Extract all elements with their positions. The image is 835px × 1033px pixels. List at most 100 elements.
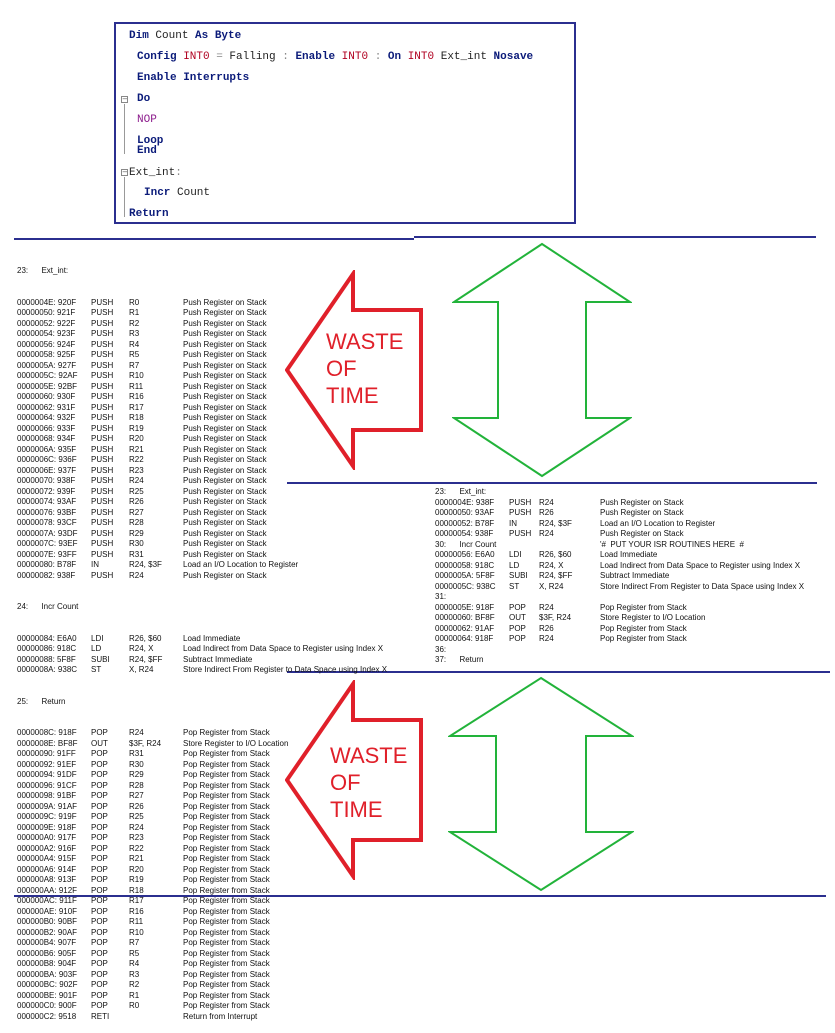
listing-comment: '# PUT YOUR ISR ROUTINES HERE # [600,539,744,549]
listing-address: 00000096: 91CF [17,780,77,790]
listing-operands: R26, $60 [539,550,572,559]
listing-address: 000000C2: 9518 [17,1011,77,1021]
listing-comment: Store Indirect From Register to Data Spa… [183,665,388,674]
listing-operands: R24, X [539,560,564,570]
listing-comment: Load an I/O Location to Register [183,560,299,569]
fold-collapse-icon[interactable]: − [121,95,128,103]
listing-address: 00000062: 91AF [435,623,495,633]
listing-address: 00000076: 93BF [17,507,77,517]
listing-comment: Push Register on Stack [183,402,267,412]
listing-address: 00000060: BF8F [435,613,495,622]
listing-mnemonic: POP [91,906,108,916]
listing-address: 00000086: 918C [17,644,77,653]
listing-comment: Pop Register from Stack [183,843,270,853]
listing-address: 0000005E: 918F [435,602,495,612]
listing-comment: Pop Register from Stack [183,917,270,926]
listing-comment: Pop Register from Stack [183,833,270,842]
listing-line-label: 24: Incr Count [17,602,79,611]
listing-mnemonic: POP [91,780,108,790]
fold-collapse-icon[interactable]: − [121,168,128,176]
listing-comment: Push Register on Stack [183,350,267,359]
listing-comment: Pop Register from Stack [600,623,687,633]
listing-operands: R4 [129,959,140,968]
listing-comment: Push Register on Stack [183,518,267,527]
listing-mnemonic: PUSH [91,486,114,496]
listing-address: 00000094: 91DF [17,770,77,779]
listing-mnemonic: PUSH [91,360,114,370]
listing-mnemonic: PUSH [91,392,114,401]
listing-operands: R27 [129,507,144,517]
listing-row: 23: Ext_int: [435,487,830,498]
listing-operands: R24 [539,497,554,507]
listing-mnemonic: POP [91,948,108,958]
listing-mnemonic: RETI [91,1011,110,1021]
listing-operands: R23 [129,465,144,475]
listing-comment: Push Register on Stack [183,297,267,307]
listing-comment: Load Immediate [183,633,241,643]
waste-of-time-label: WASTE OF TIME [330,743,408,822]
listing-address: 000000AE: 910F [17,906,78,916]
separator-rule [287,671,830,673]
code-line-incr: Incr Count [144,187,211,199]
listing-operands: R26, $60 [129,633,162,643]
listing-comment: Pop Register from Stack [183,791,270,800]
listing-comment: Push Register on Stack [183,528,267,538]
listing-operands: R23 [129,833,144,842]
listing-operands: R24, $FF [539,571,573,580]
listing-mnemonic: PUSH [91,423,114,433]
listing-operands: R5 [129,350,140,359]
listing-operands: R24 [129,728,144,737]
listing-line-label: 25: Return [17,696,66,706]
listing-mnemonic: POP [91,1001,108,1010]
listing-address: 0000007C: 93EF [17,539,78,548]
listing-operands: R24 [539,529,554,538]
listing-comment: Pop Register from Stack [600,602,687,612]
code-line-label-ext-int: Ext_int: [129,167,182,179]
listing-address: 00000056: 924F [17,339,76,349]
listing-operands: R18 [129,413,144,422]
code-line-enable-interrupts: Enable Interrupts [137,72,250,84]
listing-comment: Subtract Immediate [183,654,253,664]
listing-comment: Pop Register from Stack [183,990,270,1000]
separator-rule [287,482,817,484]
listing-mnemonic: IN [509,518,517,528]
listing-mnemonic: PUSH [91,308,114,317]
listing-address: 0000008C: 918F [17,728,77,737]
listing-mnemonic: PUSH [91,329,114,338]
listing-operands: R10 [129,371,144,380]
listing-mnemonic: POP [91,812,108,821]
listing-comment: Pop Register from Stack [183,896,270,905]
listing-address: 0000008E: BF8F [17,738,78,748]
listing-comment: Push Register on Stack [183,444,267,454]
listing-address: 0000005A: 5F8F [435,571,495,580]
listing-address: 000000B6: 905F [17,948,77,958]
listing-operands: R30 [129,539,144,548]
listing-address: 00000072: 939F [17,486,76,496]
listing-comment: Pop Register from Stack [183,927,270,937]
listing-operands: R24, $FF [129,654,163,664]
left-arrow-icon [285,680,423,880]
code-line-do: Do [137,93,151,105]
listing-comment: Push Register on Stack [183,392,267,401]
listing-address: 00000060: 930F [17,392,76,401]
listing-address: 00000092: 91EF [17,759,77,769]
listing-address: 0000005C: 938C [435,581,496,591]
listing-mnemonic: PUSH [91,381,114,391]
listing-operands: R24 [129,822,144,832]
code-line-end: End [137,145,157,157]
